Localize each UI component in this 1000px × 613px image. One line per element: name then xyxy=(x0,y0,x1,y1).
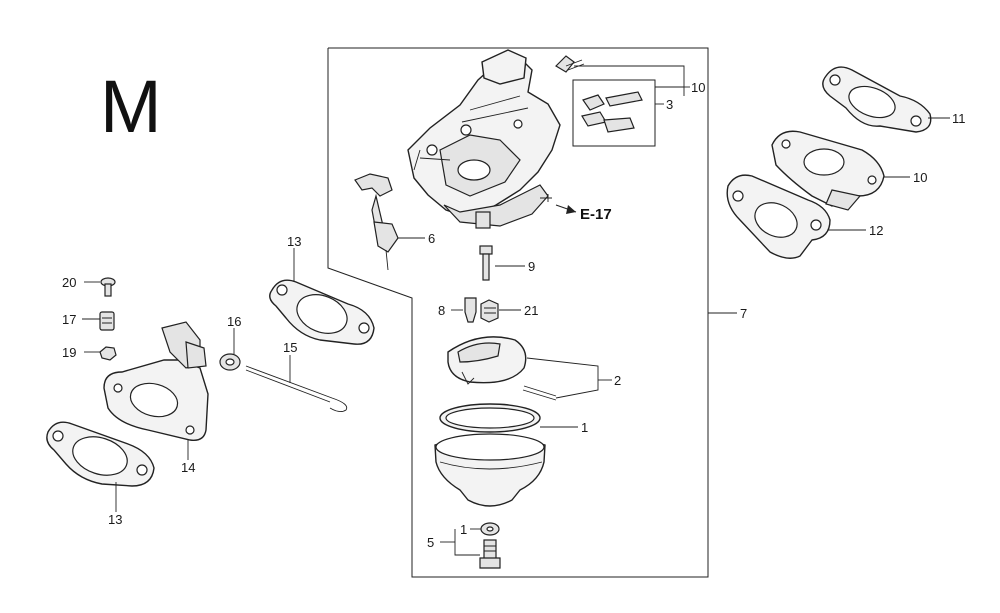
callout-12: 12 xyxy=(869,223,883,238)
float-chamber-gasket-inner xyxy=(445,407,535,429)
gasket-13-lower xyxy=(46,421,155,487)
washer-16 xyxy=(219,353,241,371)
callout-20: 20 xyxy=(62,275,76,290)
callout-21: 21 xyxy=(524,303,538,318)
gasket-13-upper xyxy=(269,279,375,345)
float-chamber-bowl xyxy=(434,433,546,507)
float-valve-needle xyxy=(479,245,493,281)
callout-1-washer: 1 xyxy=(460,522,467,537)
gasket-12 xyxy=(726,174,831,259)
main-jet xyxy=(464,297,477,323)
pin-17 xyxy=(99,311,115,331)
callout-labels: 10 3 6 9 8 21 7 2 1 1 5 11 10 12 13 16 1… xyxy=(62,80,966,550)
callout-6: 6 xyxy=(428,231,435,246)
callout-11: 11 xyxy=(952,111,966,126)
section-letter: M xyxy=(100,65,162,148)
callout-16: 16 xyxy=(227,314,241,329)
gasket-11 xyxy=(822,66,932,133)
choke-lever xyxy=(354,173,399,271)
leader-lines xyxy=(82,65,950,556)
nut-19 xyxy=(99,346,117,361)
callout-14: 14 xyxy=(181,460,195,475)
mounting-bolt xyxy=(555,55,585,73)
carburetor-body xyxy=(407,49,561,229)
callout-8: 8 xyxy=(438,303,445,318)
callout-1-gasket: 1 xyxy=(581,420,588,435)
callout-9: 9 xyxy=(528,259,535,274)
jet-set-box xyxy=(572,79,656,147)
callout-15: 15 xyxy=(283,340,297,355)
jet-parts xyxy=(581,91,643,133)
callout-5: 5 xyxy=(427,535,434,550)
reference-arrowhead xyxy=(566,205,576,214)
jet-nozzle-nut xyxy=(480,299,499,323)
drain-washer xyxy=(480,522,500,536)
callout-2: 2 xyxy=(614,373,621,388)
callout-7: 7 xyxy=(740,306,747,321)
float xyxy=(447,336,557,401)
screw-20 xyxy=(100,277,116,297)
bracket-14 xyxy=(103,321,209,441)
callout-3: 3 xyxy=(666,97,673,112)
breather-tube-15 xyxy=(245,365,348,413)
assembly-boundary xyxy=(327,47,709,578)
callout-4: 10 xyxy=(691,80,705,95)
reference-label: E-17 xyxy=(580,206,612,223)
insulator-10 xyxy=(771,130,885,211)
callout-13-lower: 13 xyxy=(108,512,122,527)
callout-19: 19 xyxy=(62,345,76,360)
callout-17: 17 xyxy=(62,312,76,327)
callout-13-upper: 13 xyxy=(287,234,301,249)
callout-10: 10 xyxy=(913,170,927,185)
drain-bolt xyxy=(479,539,501,569)
